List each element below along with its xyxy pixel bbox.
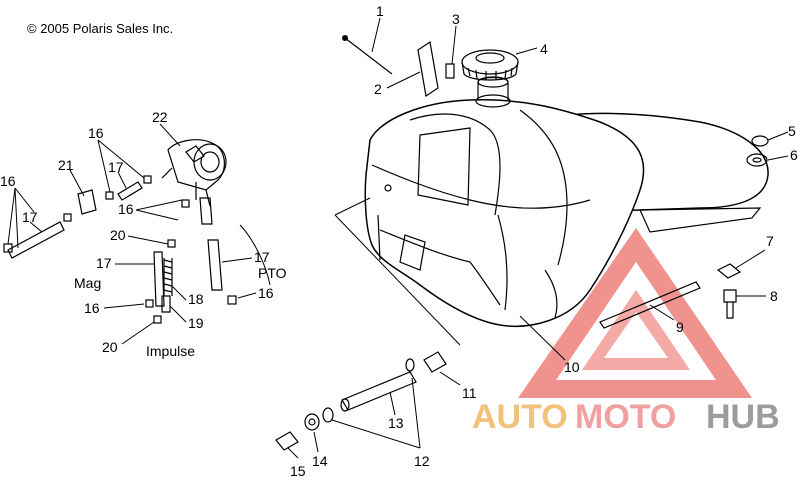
callout-labels: 1 2 3 4 5 6 7 8 9 10 11 12 13 14 15 16 1…	[0, 3, 798, 479]
callout-9: 9	[676, 319, 684, 335]
callout-8: 8	[770, 288, 778, 304]
watermark-hub: HUB	[706, 398, 780, 436]
callout-14: 14	[312, 453, 328, 469]
callout-16-e: 16	[84, 300, 100, 316]
callout-22: 22	[152, 109, 168, 125]
part-8-bolt	[723, 289, 737, 319]
watermark-auto: AUTO	[472, 398, 568, 436]
callout-20-a: 20	[110, 227, 126, 243]
callout-5: 5	[788, 123, 796, 139]
part-17-hose-lower	[153, 251, 165, 307]
callout-3: 3	[452, 11, 460, 27]
callout-21: 21	[58, 157, 74, 173]
callout-18: 18	[188, 291, 204, 307]
callout-1: 1	[376, 3, 384, 19]
fuel-tank	[334, 76, 769, 346]
watermark-text: AUTO MOTO HUB	[472, 398, 780, 436]
callout-20-b: 20	[102, 339, 118, 355]
part-17-hose-short	[199, 197, 213, 225]
part-7-clip	[716, 263, 742, 279]
part-12-clamp	[322, 407, 334, 423]
callout-11: 11	[462, 385, 477, 401]
part-14-washer	[304, 413, 320, 431]
callout-10: 10	[564, 359, 580, 375]
callout-17-b: 17	[108, 159, 124, 175]
watermark-moto: MOTO	[575, 398, 676, 436]
callout-12: 12	[414, 453, 430, 469]
part-11-fitting	[405, 351, 447, 373]
part-2-bracket	[417, 40, 439, 98]
label-pto: PTO	[258, 265, 287, 281]
callout-13: 13	[388, 415, 404, 431]
watermark-logo	[518, 228, 752, 398]
label-impulse: Impulse	[146, 343, 195, 359]
callout-16-c: 16	[118, 201, 134, 217]
callout-6: 6	[790, 147, 798, 163]
part-1-rod	[342, 35, 393, 75]
part-3-fitting	[445, 63, 455, 79]
leader-lines	[7, 17, 789, 459]
part-19-hose	[161, 295, 171, 313]
fuel-cap	[461, 49, 519, 81]
callout-2: 2	[374, 81, 382, 97]
callout-4: 4	[540, 41, 548, 57]
part-17-hose-pto	[207, 239, 223, 291]
callout-16-d: 16	[258, 285, 274, 301]
callout-16-a: 16	[0, 173, 16, 189]
part-21-fitting	[77, 189, 97, 215]
fuel-pump-assembly	[161, 139, 227, 207]
part-13-hose	[340, 371, 417, 412]
warning-triangle-icon	[518, 228, 752, 398]
callout-16-b: 16	[88, 125, 104, 141]
part-15-valve	[275, 431, 299, 451]
part-18-spring	[163, 258, 173, 296]
callout-17-d: 17	[254, 249, 270, 265]
callout-15: 15	[290, 463, 306, 479]
part-9-strap	[599, 281, 701, 329]
callout-19: 19	[188, 315, 204, 331]
callout-17-c: 17	[96, 255, 112, 271]
part-16-clamps	[3, 175, 237, 308]
part-17-hose-mid	[117, 181, 143, 201]
callout-17-a: 17	[22, 209, 38, 225]
label-mag: Mag	[74, 275, 101, 291]
part-17-hose-left	[7, 221, 65, 259]
part-6-washer	[746, 153, 768, 167]
part-5-nut	[751, 135, 769, 147]
copyright-text: © 2005 Polaris Sales Inc.	[27, 21, 173, 36]
callout-7: 7	[766, 233, 774, 249]
